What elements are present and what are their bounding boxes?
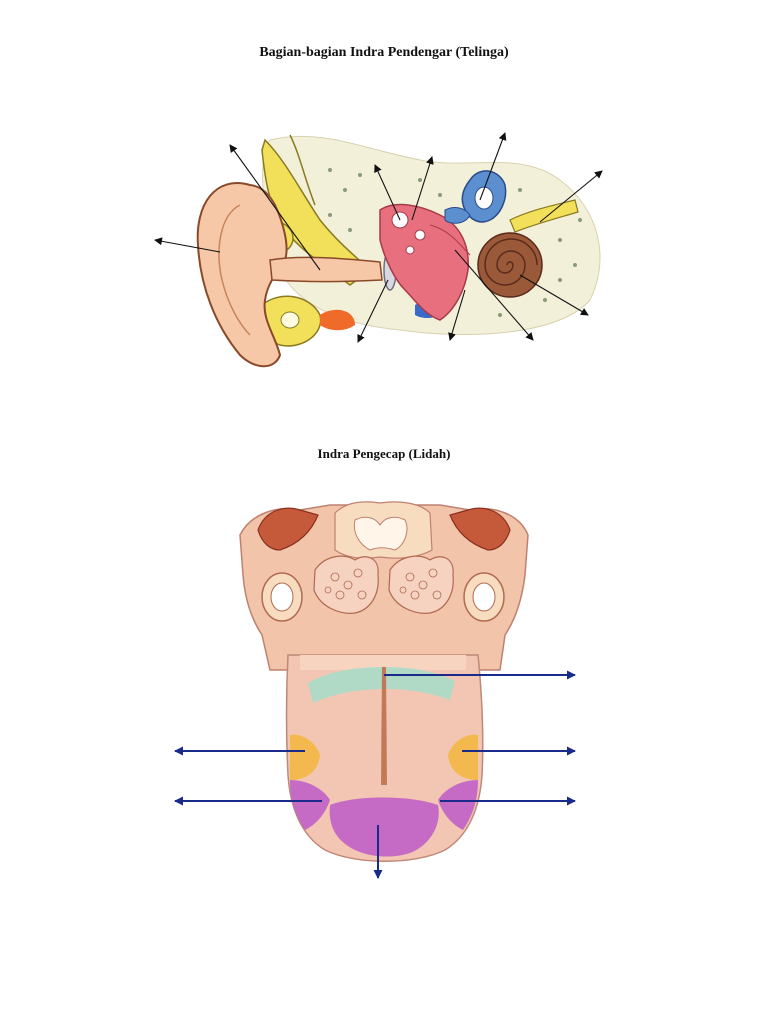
ear-arrow-pinna bbox=[154, 237, 221, 253]
taste-zone-right-side bbox=[448, 734, 478, 780]
ear-arrow-tympanic bbox=[357, 279, 389, 343]
ear-label-arrows bbox=[154, 132, 603, 343]
ear-diagram bbox=[154, 132, 603, 368]
tongue-diagram-title: Indra Pengecap (Lidah) bbox=[317, 446, 451, 461]
tongue-diagram bbox=[174, 501, 576, 879]
ear-arrow-nerve bbox=[539, 170, 603, 223]
pinna bbox=[196, 182, 288, 368]
ear-arrow-ossicles bbox=[411, 156, 434, 221]
taste-zone-right-front bbox=[438, 780, 478, 830]
ear-arrow-eardrum bbox=[374, 164, 401, 221]
ear-canal bbox=[269, 256, 383, 283]
tonsils bbox=[313, 555, 454, 614]
auditory-nerve bbox=[509, 199, 579, 233]
median-groove bbox=[381, 667, 387, 785]
cochlea bbox=[477, 232, 543, 298]
middle-ear bbox=[379, 203, 469, 321]
ear-arrow-eustachian bbox=[454, 249, 534, 341]
ear-arrow-cochlea bbox=[519, 274, 589, 316]
taste-zone-left-side bbox=[290, 734, 320, 780]
tongue-label-arrows bbox=[174, 670, 576, 879]
ear-arrow-semicircular bbox=[479, 132, 507, 201]
taste-zone-tip bbox=[329, 797, 439, 857]
ear-diagram-title: Bagian-bagian Indra Pendengar (Telinga) bbox=[259, 45, 509, 60]
ear-arrow-vestibule bbox=[448, 289, 466, 341]
taste-zone-left-front bbox=[290, 780, 330, 830]
ear-arrow-ear-canal bbox=[229, 144, 321, 271]
